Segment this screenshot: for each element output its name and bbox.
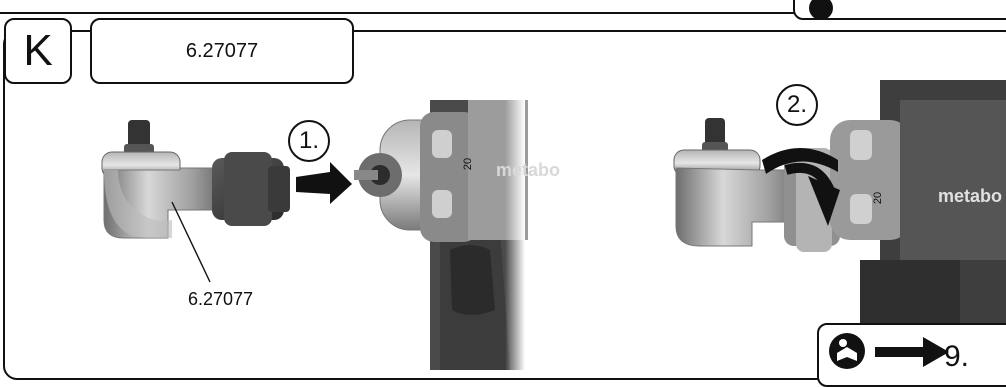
drill-brand-right: metabo [938, 186, 1002, 207]
drill-brand-left: metabo [496, 160, 560, 181]
step-2-marker: 2. [776, 84, 818, 126]
arrow-right-icon [875, 337, 949, 367]
read-manual-icon [827, 331, 867, 371]
reference-box [817, 323, 1006, 387]
torque-scale-left: 20 [462, 158, 474, 170]
step-2-label: 2. [787, 91, 807, 119]
header-part-number: 6.27077 [186, 40, 258, 63]
panel-letter: K [4, 18, 72, 84]
header-part-number-box: 6.27077 [90, 18, 354, 84]
drill-left [354, 92, 528, 372]
insert-arrow [296, 162, 352, 204]
part-callout: 6.27077 [188, 289, 253, 310]
step-1-label: 1. [299, 127, 319, 155]
reference-page: 9. [944, 340, 969, 374]
callout-leader-line [172, 202, 210, 282]
torque-scale-right: 20 [872, 192, 884, 204]
step-1-marker: 1. [288, 120, 330, 162]
panel-letter-text: K [23, 26, 52, 76]
angle-attachment-left [102, 120, 290, 238]
